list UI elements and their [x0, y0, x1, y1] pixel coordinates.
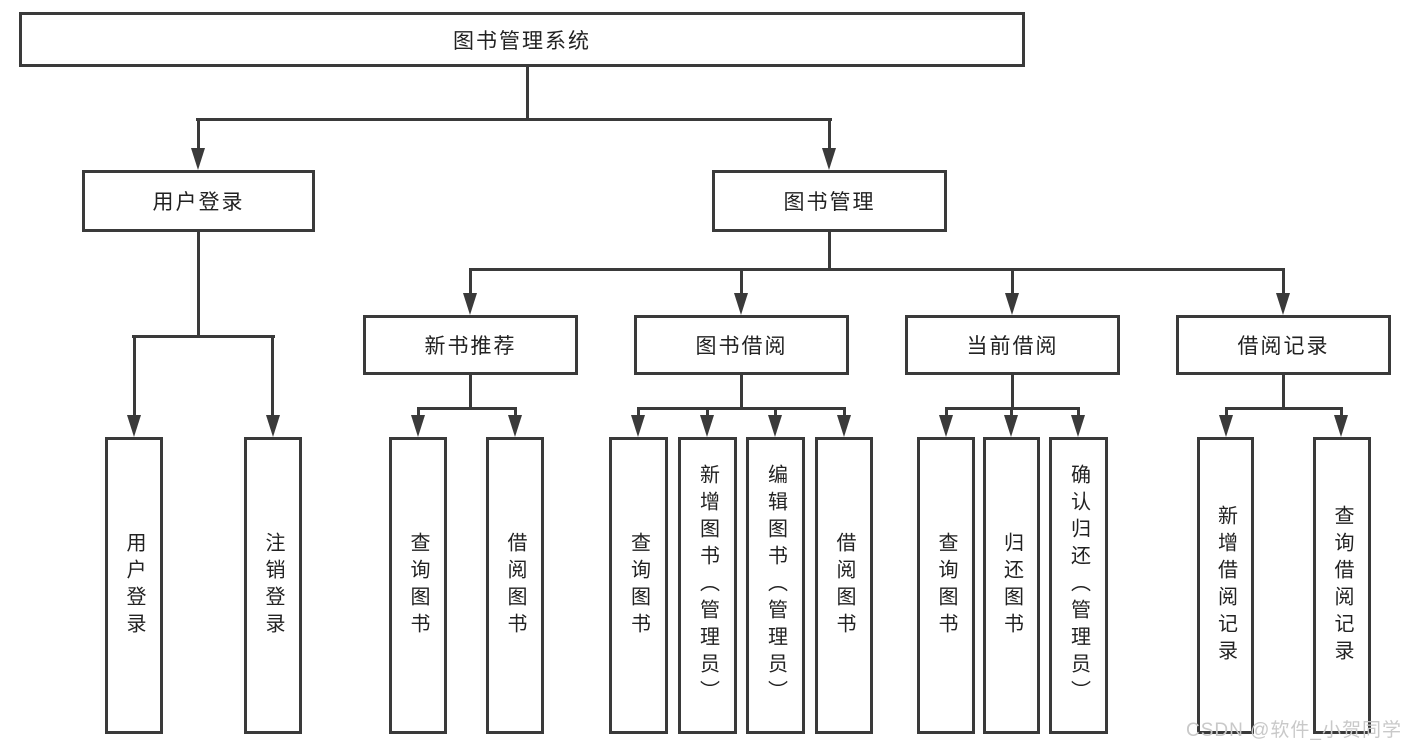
connector-book-management-split	[469, 268, 1285, 271]
node-user-login: 用户登录	[82, 170, 315, 232]
connector-drop	[1225, 407, 1228, 419]
connector-drop	[1340, 407, 1343, 419]
arrow-down-icon	[1071, 415, 1085, 437]
connector-drop-current-borrow	[1011, 268, 1014, 295]
arrow-down-icon	[768, 415, 782, 437]
connector-book-borrow-split	[637, 407, 846, 410]
connector-drop-book-management	[828, 118, 831, 150]
leaf-borrow-edit-book-admin: 编辑图书（管理员）	[746, 437, 805, 734]
arrow-down-icon	[266, 415, 280, 437]
connector-drop	[637, 407, 640, 419]
arrow-down-icon	[734, 293, 748, 315]
leaf-recommend-borrow-book: 借阅图书	[486, 437, 544, 734]
leaf-records-add-record: 新增借阅记录	[1197, 437, 1254, 734]
arrow-down-icon	[700, 415, 714, 437]
connector-root-stem	[526, 67, 529, 118]
node-current-borrow: 当前借阅	[905, 315, 1120, 375]
connector-recommend-split	[417, 407, 517, 410]
node-book-management: 图书管理	[712, 170, 947, 232]
connector-drop	[945, 407, 948, 419]
arrow-down-icon	[939, 415, 953, 437]
connector-user-login-split	[132, 335, 275, 338]
connector-user-login-stem	[197, 232, 200, 335]
arrow-down-icon	[1276, 293, 1290, 315]
node-borrow-records: 借阅记录	[1176, 315, 1391, 375]
node-new-book-recommend: 新书推荐	[363, 315, 578, 375]
arrow-down-icon	[1004, 415, 1018, 437]
connector-drop	[514, 407, 517, 419]
leaf-current-return-book: 归还图书	[983, 437, 1040, 734]
connector-drop	[843, 407, 846, 419]
node-book-borrow: 图书借阅	[634, 315, 849, 375]
connector-drop	[706, 407, 709, 419]
arrow-down-icon	[1005, 293, 1019, 315]
connector-borrow-records-split	[1225, 407, 1343, 410]
leaf-borrow-borrow-book: 借阅图书	[815, 437, 873, 734]
connector-drop	[1077, 407, 1080, 419]
connector-drop-book-borrow	[740, 268, 743, 295]
leaf-user-login: 用户登录	[105, 437, 163, 734]
arrow-down-icon	[1219, 415, 1233, 437]
csdn-watermark: CSDN @软件_小贺同学	[1186, 720, 1402, 741]
leaf-recommend-query-book: 查询图书	[389, 437, 447, 734]
connector-book-management-stem	[828, 232, 831, 268]
arrow-down-icon	[463, 293, 477, 315]
connector-drop-new-book-recommend	[469, 268, 472, 295]
arrow-down-icon	[837, 415, 851, 437]
connector-book-borrow-stem	[740, 375, 743, 407]
leaf-current-query-book: 查询图书	[917, 437, 975, 734]
connector-drop	[417, 407, 420, 419]
connector-recommend-stem	[469, 375, 472, 407]
arrow-down-icon	[1334, 415, 1348, 437]
node-root: 图书管理系统	[19, 12, 1025, 67]
arrow-down-icon	[508, 415, 522, 437]
connector-drop	[774, 407, 777, 419]
arrow-down-icon	[411, 415, 425, 437]
connector-drop-borrow-records	[1282, 268, 1285, 295]
leaf-borrow-query-book: 查询图书	[609, 437, 668, 734]
leaf-borrow-add-book-admin: 新增图书（管理员）	[678, 437, 737, 734]
arrow-down-icon	[822, 148, 836, 170]
connector-drop-leaf-user-login	[133, 335, 136, 417]
arrow-down-icon	[127, 415, 141, 437]
leaf-current-confirm-return-admin: 确认归还（管理员）	[1049, 437, 1108, 734]
arrow-down-icon	[191, 148, 205, 170]
leaf-records-query-record: 查询借阅记录	[1313, 437, 1371, 734]
connector-drop	[1010, 407, 1013, 419]
connector-drop-user-login	[197, 118, 200, 150]
connector-drop-leaf-logout	[271, 335, 274, 417]
connector-current-borrow-stem	[1011, 375, 1014, 407]
arrow-down-icon	[631, 415, 645, 437]
connector-root-split	[196, 118, 832, 121]
connector-borrow-records-stem	[1282, 375, 1285, 407]
leaf-logout: 注销登录	[244, 437, 302, 734]
